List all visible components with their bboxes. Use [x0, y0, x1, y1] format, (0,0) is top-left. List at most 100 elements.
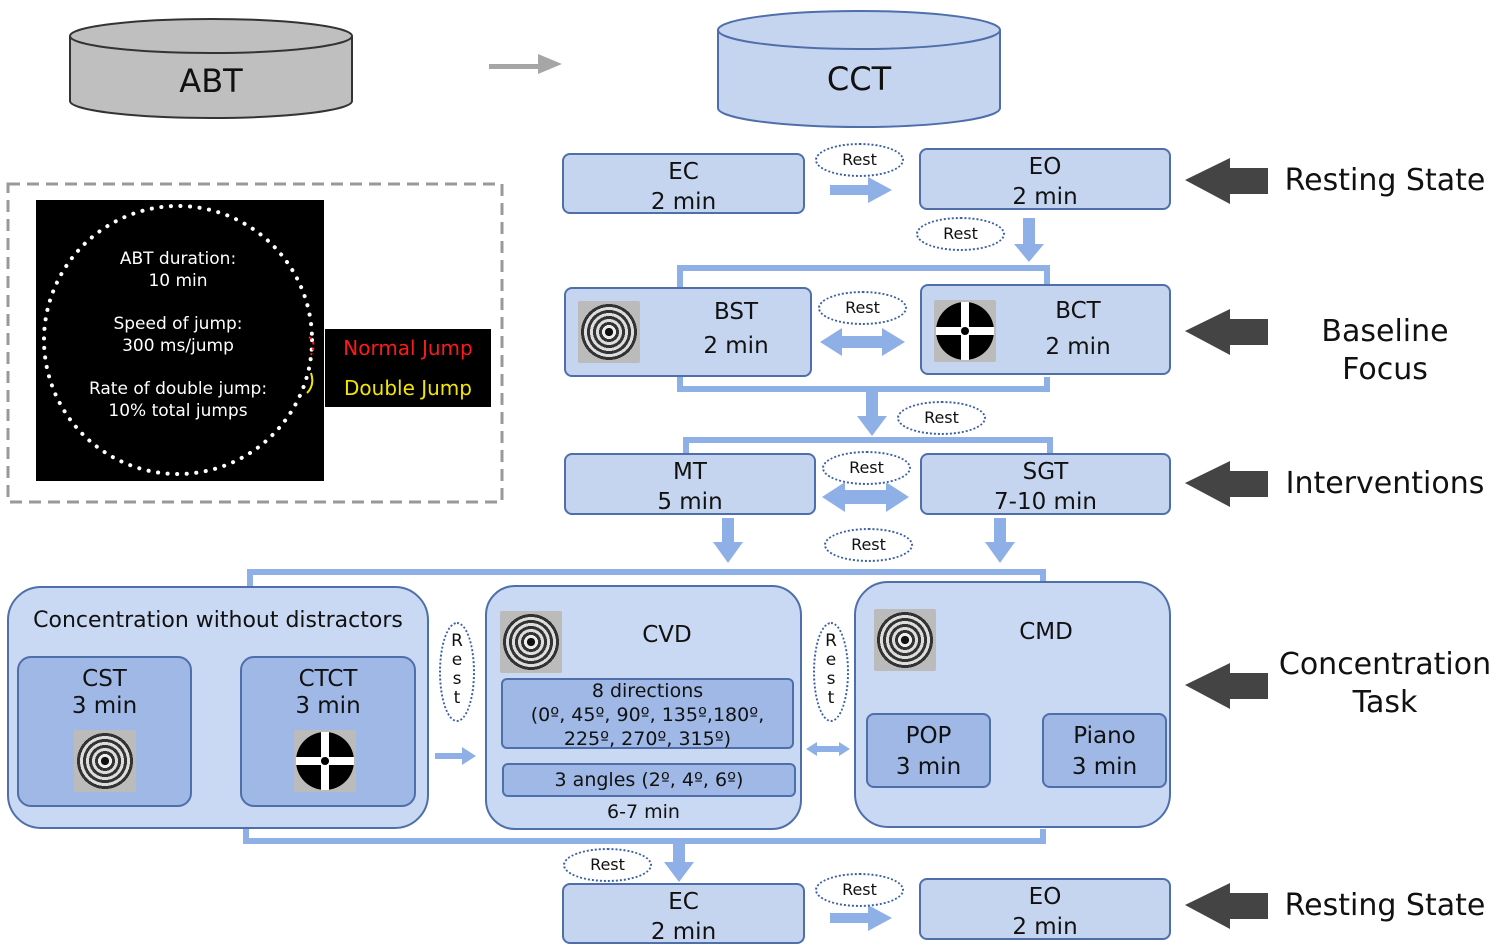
eo-name: EO — [1028, 154, 1062, 180]
side-arrow-4 — [1185, 663, 1268, 709]
mt-sgt-arrow — [822, 482, 909, 512]
concentric-target-icon — [578, 301, 640, 363]
rest-marker: Rest — [815, 143, 904, 177]
cvd-angles: 3 angles (2º, 4º, 6º) — [554, 769, 744, 791]
abt-cylinder — [69, 18, 353, 119]
mt-down-arrow — [713, 518, 743, 563]
ctct-time: 3 min — [295, 693, 361, 719]
rest-marker: Rest — [822, 451, 911, 485]
concentration-group: Concentration without distractors CST 3 … — [7, 586, 429, 829]
legend-double-jump: Double Jump — [344, 376, 472, 400]
sgt-box: SGT 7-10 min — [920, 453, 1171, 515]
abt-dashed-frame — [6, 182, 504, 504]
cvd-title: CVD — [642, 622, 692, 648]
abt-label: ABT — [179, 62, 243, 100]
rest-marker: Rest — [815, 873, 904, 907]
mt-time: 5 min — [657, 489, 723, 515]
eo-box-bottom: EO 2 min — [919, 878, 1171, 940]
side-arrow-2 — [1185, 309, 1268, 355]
eo-name: EO — [1028, 884, 1062, 910]
baseline-bracket-bottom — [677, 377, 1050, 392]
concentration-group-title: Concentration without distractors — [33, 608, 403, 633]
side-arrow-5 — [1185, 883, 1268, 929]
baseline-bracket-top — [677, 265, 1050, 287]
ctct-name: CTCT — [298, 666, 358, 692]
bct-box: BCT 2 min — [920, 284, 1171, 375]
pop-time: 3 min — [895, 754, 962, 780]
baseline-down-arrow — [857, 392, 887, 436]
side-arrow-3 — [1185, 461, 1268, 507]
piano-name: Piano — [1073, 723, 1136, 749]
ec-name: EC — [668, 889, 699, 915]
bct-time: 2 min — [1045, 334, 1111, 360]
dotted-circle — [42, 204, 315, 476]
sgt-time: 7-10 min — [994, 489, 1097, 515]
concentration-bracket-top — [247, 569, 1046, 587]
rest-marker: Rest — [563, 848, 652, 882]
bst-bct-arrow — [820, 328, 905, 356]
jump-legend: Normal Jump Double Jump — [325, 329, 491, 407]
abt-to-cct-arrow — [489, 54, 562, 74]
ec-name: EC — [668, 159, 699, 185]
sgt-down-arrow — [985, 518, 1015, 563]
group-cvd-arrow — [435, 747, 476, 765]
abt-stimulus-panel: ABT duration: 10 min Speed of jump: 300 … — [36, 200, 324, 481]
side-label-resting-state: Resting State — [1284, 163, 1486, 198]
side-label-baseline-focus: Baseline Focus — [1321, 314, 1449, 387]
cvd-group: CVD 8 directions (0º, 45º, 90º, 135º,180… — [485, 585, 802, 830]
side-label-concentration-l2: Task — [1352, 685, 1418, 720]
mt-box: MT 5 min — [564, 453, 816, 515]
bst-box: BST 2 min — [564, 287, 812, 377]
final-down-arrow — [664, 844, 694, 882]
cvd-dir-line1: 8 directions — [591, 680, 704, 702]
legend-normal-jump: Normal Jump — [343, 336, 473, 360]
side-label-interventions: Interventions — [1285, 466, 1485, 501]
concentric-target-icon — [874, 609, 936, 671]
cvd-directions-box: 8 directions (0º, 45º, 90º, 135º,180º, 2… — [501, 678, 794, 750]
eo-box-top: EO 2 min — [919, 148, 1171, 210]
cvd-time: 6-7 min — [607, 801, 680, 823]
cmd-group: CMD POP 3 min Piano 3 min — [854, 581, 1171, 828]
abt-rate-value: 10% total jumps — [108, 401, 248, 421]
cvd-angles-box: 3 angles (2º, 4º, 6º) — [502, 763, 796, 797]
rest-marker: Rest — [916, 217, 1005, 251]
eo-time: 2 min — [1012, 184, 1078, 210]
piano-time: 3 min — [1071, 754, 1138, 780]
concentration-bracket-bottom — [243, 829, 1046, 844]
mt-name: MT — [673, 459, 707, 485]
ec-time: 2 min — [650, 919, 717, 945]
ec-box-bottom: EC 2 min — [562, 883, 805, 945]
side-arrow-1 — [1185, 158, 1268, 204]
ec-eo-arrow — [830, 177, 892, 203]
eo-time: 2 min — [1012, 914, 1078, 940]
cmd-title: CMD — [1019, 619, 1073, 645]
cct-cylinder — [717, 10, 1001, 128]
abt-duration-label: ABT duration: — [119, 249, 237, 269]
bst-time: 2 min — [703, 333, 769, 359]
ec-box-top: EC 2 min — [562, 153, 805, 215]
cst-name: CST — [82, 666, 127, 692]
ctct-box: CTCT 3 min — [240, 656, 416, 807]
pop-name: POP — [905, 723, 952, 749]
ec-eo-arrow-bottom — [830, 905, 892, 931]
cvd-dir-line3: 225º, 270º, 315º) — [563, 728, 732, 750]
cross-target-icon — [934, 300, 996, 362]
piano-box: Piano 3 min — [1042, 713, 1167, 788]
abt-rate-label: Rate of double jump: — [88, 379, 268, 399]
side-label-resting-state: Resting State — [1284, 888, 1486, 923]
concentric-target-icon — [500, 611, 562, 673]
abt-speed-value: 300 ms/jump — [122, 336, 234, 356]
cst-box: CST 3 min — [17, 656, 192, 807]
rest-marker: Rest — [818, 291, 907, 325]
bst-name: BST — [713, 299, 759, 325]
abt-duration-value: 10 min — [148, 271, 208, 291]
rest-marker: Rest — [824, 528, 913, 562]
cst-time: 3 min — [71, 693, 138, 719]
bct-name: BCT — [1055, 298, 1101, 324]
pop-box: POP 3 min — [866, 713, 991, 788]
rest-marker: Rest — [897, 401, 986, 435]
ec-time: 2 min — [650, 189, 717, 215]
